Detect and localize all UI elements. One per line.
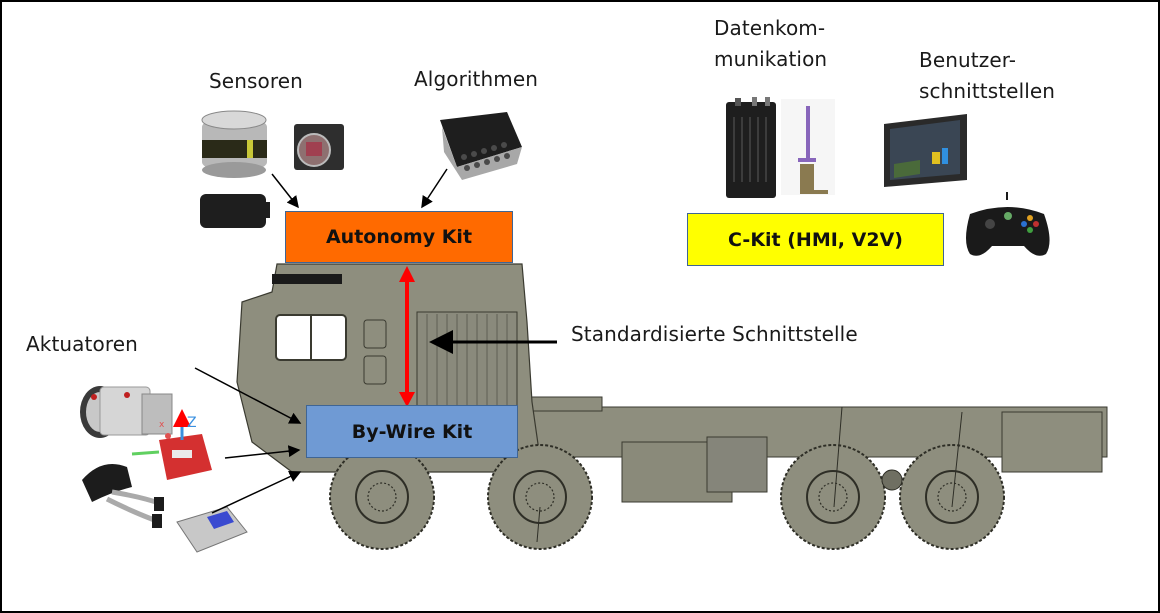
user-interfaces-label-line1: Benutzer-: [919, 48, 1017, 72]
svg-text:Z: Z: [187, 415, 197, 431]
actuator-arrow-3: [211, 470, 302, 514]
radar-sensor-icon: [200, 194, 270, 228]
autonomy-kit-label: Autonomy Kit: [325, 226, 473, 248]
lidar-sensor-icon: [201, 110, 267, 178]
wheel: [487, 444, 593, 550]
antenna-icon: [781, 99, 835, 195]
autonomy-kit-box: Autonomy Kit: [285, 211, 513, 263]
imu-module-icon: Z x: [131, 409, 212, 480]
pointer-arrows: [194, 168, 557, 514]
gamepad-controller-icon: [966, 192, 1050, 256]
by-wire-kit-label: By-Wire Kit: [351, 420, 473, 443]
actuators-label: Aktuatoren: [26, 332, 138, 356]
data-communication-label-line2: munikation: [714, 47, 828, 71]
by-wire-kit-box: By-Wire Kit: [306, 405, 518, 458]
wheel: [780, 444, 886, 550]
wheel: [899, 444, 1005, 550]
wheel: [329, 444, 435, 550]
standard-interface-label: Standardisierte Schnittstelle: [571, 322, 858, 346]
sensors-arrow: [271, 173, 299, 209]
pedal-assembly-icon: [82, 463, 164, 528]
c-kit-label: C-Kit (HMI, V2V): [728, 228, 903, 251]
algorithms-arrow: [421, 168, 448, 209]
camera-sensor-icon: [294, 124, 344, 170]
standard-interface-double-arrow: [399, 266, 415, 407]
rugged-tablet-icon: [884, 114, 967, 187]
user-interfaces-label-line2: schnittstellen: [919, 79, 1056, 103]
data-communication-label-line1: Datenkom-: [714, 16, 826, 40]
actuator-arrow-1: [194, 367, 302, 424]
c-kit-box: C-Kit (HMI, V2V): [687, 213, 944, 266]
control-unit-icon: [176, 506, 248, 553]
svg-text:x: x: [159, 420, 165, 430]
compute-unit-icon: [440, 112, 522, 180]
algorithms-label: Algorithmen: [414, 67, 539, 91]
actuator-arrow-2: [224, 445, 301, 459]
steering-actuator-icon: [80, 386, 173, 438]
sensors-label: Sensoren: [209, 69, 303, 93]
radio-unit-icon: [726, 97, 776, 198]
